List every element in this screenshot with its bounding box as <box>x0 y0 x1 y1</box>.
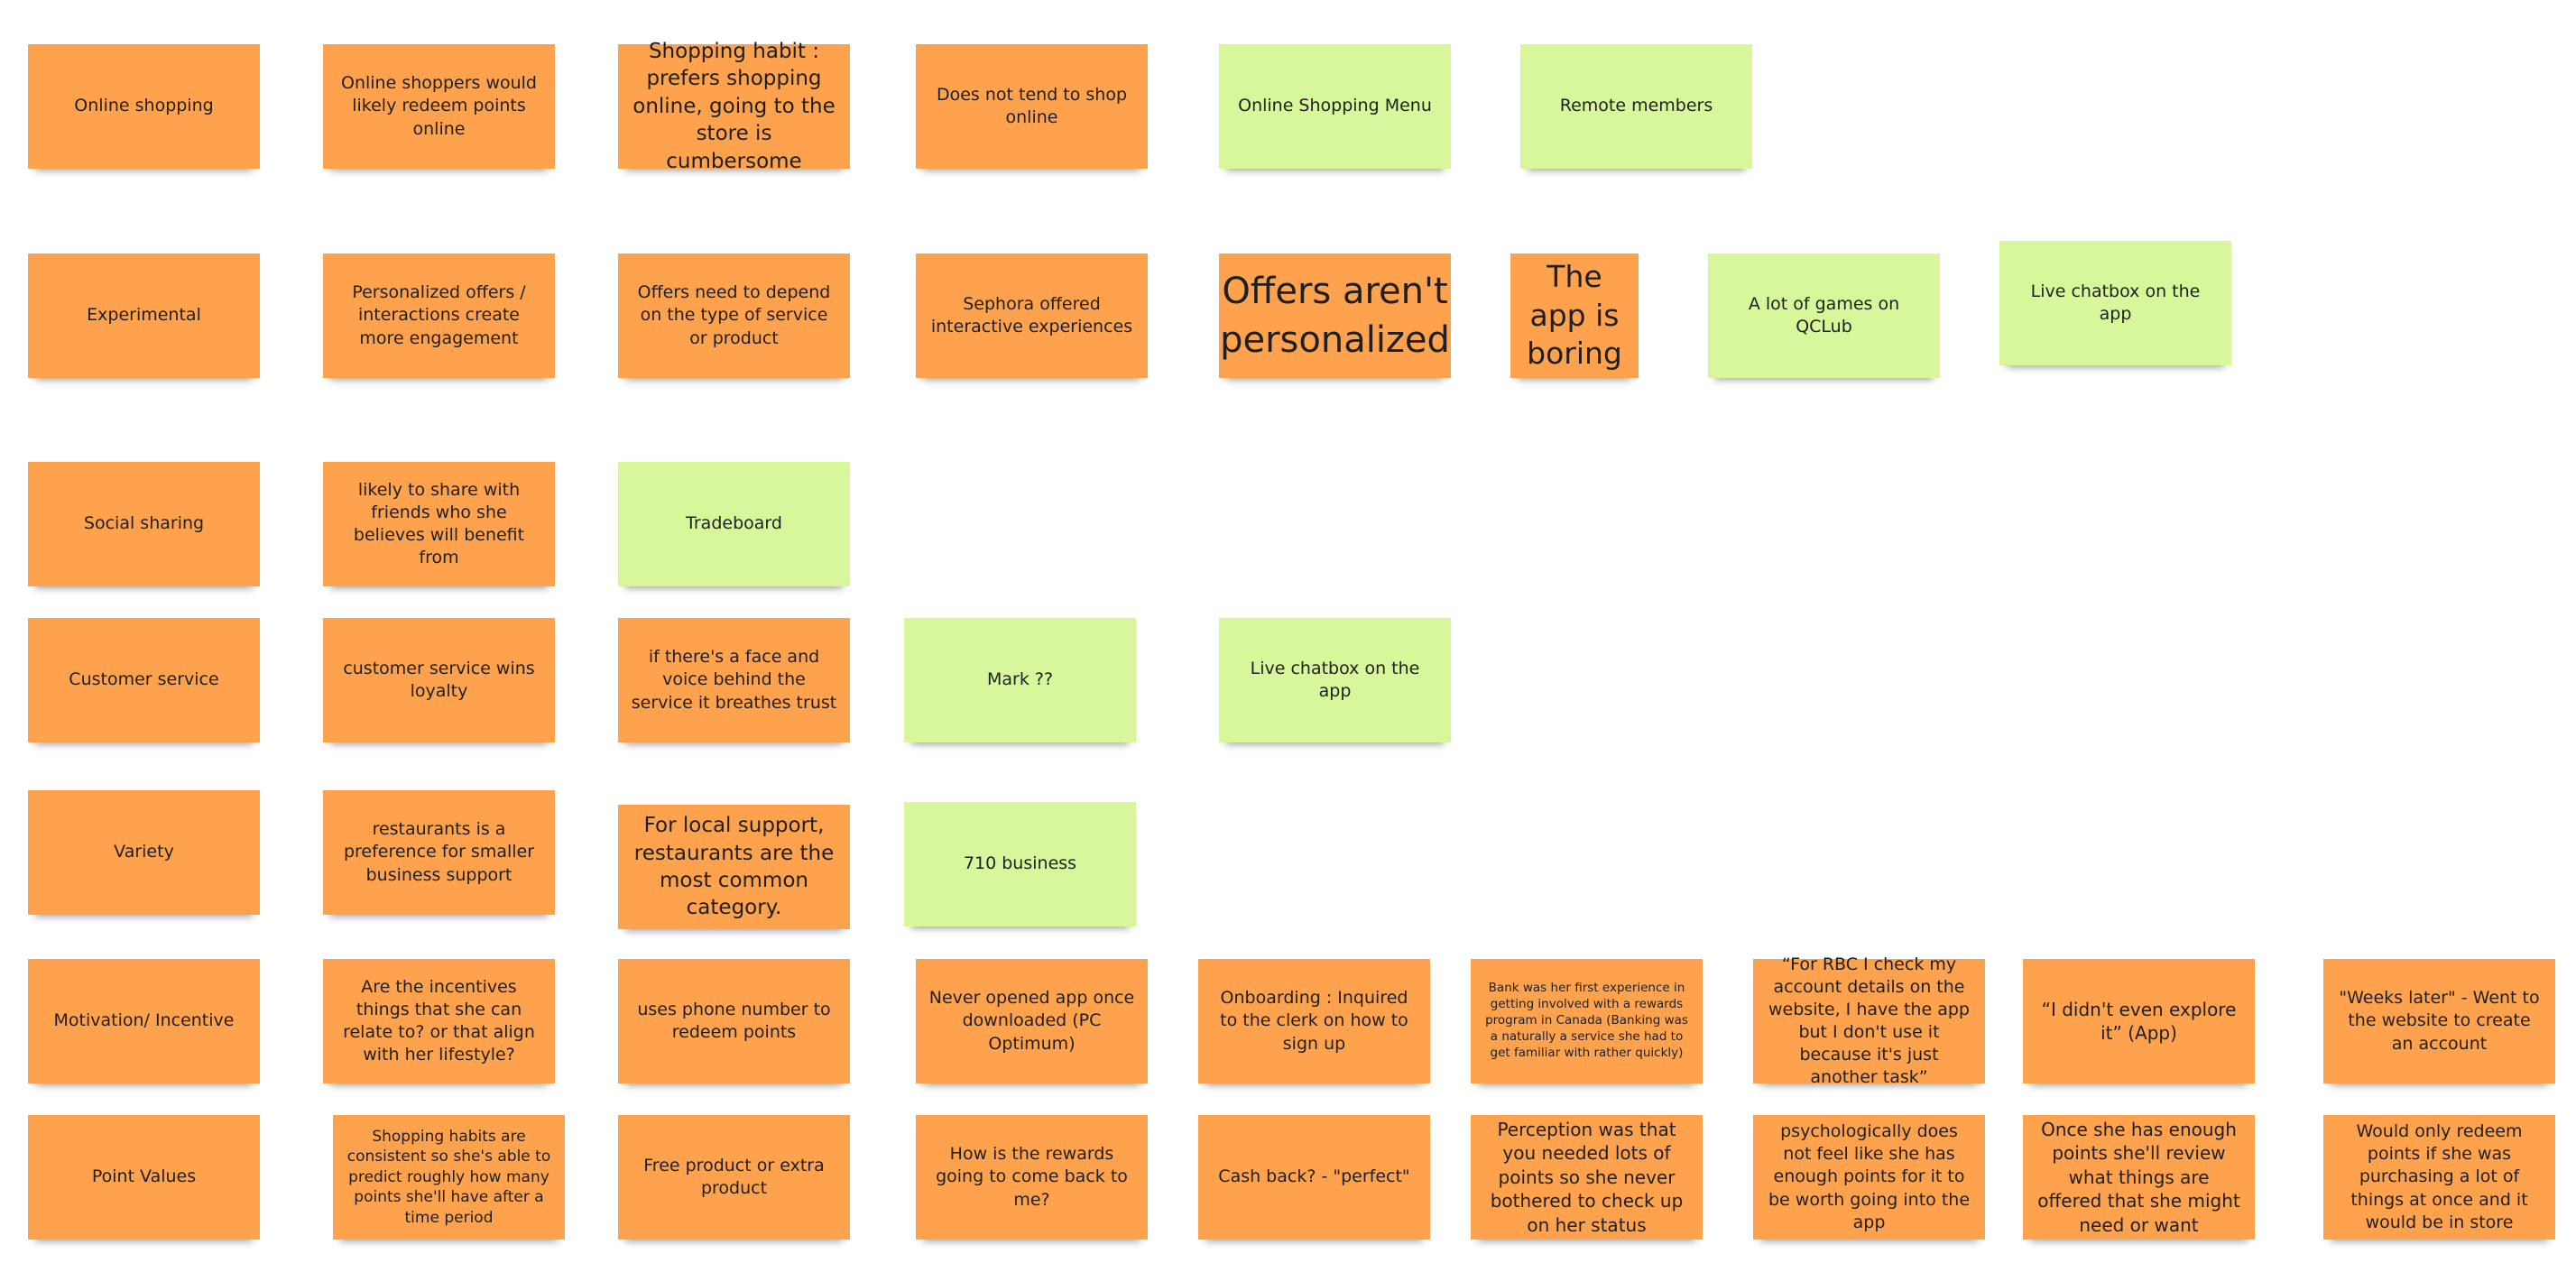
sticky-note[interactable]: Offers aren't personalized <box>1219 254 1451 378</box>
sticky-note[interactable]: Bank was her first experience in getting… <box>1471 959 1703 1083</box>
sticky-note[interactable]: Onboarding : Inquired to the clerk on ho… <box>1198 959 1430 1083</box>
sticky-note-text: Onboarding : Inquired to the clerk on ho… <box>1220 988 1408 1054</box>
sticky-note[interactable]: Perception was that you needed lots of p… <box>1471 1115 1703 1240</box>
sticky-note[interactable]: likely to share with friends who she bel… <box>323 462 555 586</box>
sticky-note-text: A lot of games on QCLub <box>1748 293 1900 336</box>
sticky-note[interactable]: Customer service <box>28 618 260 742</box>
sticky-note[interactable]: "Weeks later" - Went to the website to c… <box>2323 959 2555 1083</box>
sticky-note[interactable]: Tradeboard <box>618 462 850 586</box>
sticky-note[interactable]: How is the rewards going to come back to… <box>916 1115 1148 1240</box>
sticky-note[interactable]: Variety <box>28 790 260 915</box>
sticky-note[interactable]: For local support, restaurants are the m… <box>618 805 850 929</box>
sticky-note[interactable]: A lot of games on QCLub <box>1708 254 1940 378</box>
sticky-note-text: Are the incentives things that she can r… <box>343 976 535 1065</box>
sticky-note[interactable]: restaurants is a preference for smaller … <box>323 790 555 915</box>
sticky-note[interactable]: Does not tend to shop online <box>916 44 1148 169</box>
sticky-note-text: Would only redeem points if she was purc… <box>2350 1121 2528 1232</box>
sticky-note-text: How is the rewards going to come back to… <box>936 1144 1128 1210</box>
sticky-note[interactable]: Never opened app once downloaded (PC Opt… <box>916 959 1148 1083</box>
sticky-note-text: Sephora offered interactive experiences <box>930 293 1133 336</box>
sticky-note-text: “I didn't even explore it” (App) <box>2041 998 2237 1044</box>
sticky-note-text: Shopping habits are consistent so she's … <box>346 1127 551 1227</box>
sticky-note-text: Customer service <box>69 669 219 690</box>
sticky-note-text: Experimental <box>87 305 201 326</box>
sticky-note[interactable]: Remote members <box>1520 44 1752 169</box>
sticky-note[interactable]: Motivation/ Incentive <box>28 959 260 1083</box>
sticky-note-text: Point Values <box>91 1166 197 1187</box>
sticky-note-text: Personalized offers / interactions creat… <box>352 282 526 348</box>
sticky-note-text: "Weeks later" - Went to the website to c… <box>2339 988 2540 1054</box>
sticky-note-text: if there's a face and voice behind the s… <box>631 647 837 713</box>
sticky-note[interactable]: “For RBC I check my account details on t… <box>1753 954 1985 1087</box>
sticky-note-text: Live chatbox on the app <box>2030 281 2201 324</box>
sticky-note-text: Social sharing <box>83 513 205 534</box>
sticky-note[interactable]: Are the incentives things that she can r… <box>323 959 555 1083</box>
sticky-note[interactable]: Online shopping <box>28 44 260 169</box>
sticky-note-text: Online shopping <box>74 96 214 116</box>
sticky-note[interactable]: Experimental <box>28 254 260 378</box>
sticky-note[interactable]: customer service wins loyalty <box>323 618 555 742</box>
sticky-note-text: Remote members <box>1559 96 1713 116</box>
sticky-note[interactable]: 710 business <box>904 802 1136 927</box>
sticky-note[interactable]: Cash back? - "perfect" <box>1198 1115 1430 1240</box>
sticky-note[interactable]: uses phone number to redeem points <box>618 959 850 1083</box>
sticky-note-text: Motivation/ Incentive <box>53 1010 235 1031</box>
sticky-note[interactable]: “I didn't even explore it” (App) <box>2023 959 2255 1083</box>
sticky-note[interactable]: Once she has enough points she'll review… <box>2023 1115 2255 1240</box>
sticky-note[interactable]: if there's a face and voice behind the s… <box>618 618 850 742</box>
sticky-note-text: Once she has enough points she'll review… <box>2037 1119 2240 1236</box>
sticky-note[interactable]: psychologically does not feel like she h… <box>1753 1115 1985 1240</box>
sticky-note-text: Bank was her first experience in getting… <box>1485 981 1688 1060</box>
sticky-note-text: Variety <box>114 842 174 862</box>
sticky-note[interactable]: Online shoppers would likely redeem poin… <box>323 44 555 169</box>
sticky-note-text: Live chatbox on the app <box>1250 658 1420 701</box>
sticky-note-text: Cash back? - "perfect" <box>1218 1166 1410 1187</box>
sticky-note[interactable]: Offers need to depend on the type of ser… <box>618 254 850 378</box>
sticky-note[interactable]: Shopping habit : prefers shopping online… <box>618 40 850 173</box>
sticky-note-text: Offers aren't personalized <box>1220 271 1450 361</box>
sticky-note[interactable]: Personalized offers / interactions creat… <box>323 254 555 378</box>
sticky-note[interactable]: Would only redeem points if she was purc… <box>2323 1115 2555 1240</box>
sticky-note-text: For local support, restaurants are the m… <box>633 814 835 920</box>
sticky-note-text: Tradeboard <box>686 513 782 534</box>
sticky-note[interactable]: Mark ?? <box>904 618 1136 742</box>
sticky-note-text: Free product or extra product <box>643 1155 825 1198</box>
sticky-note-text: The app is boring <box>1527 258 1622 372</box>
sticky-note[interactable]: Shopping habits are consistent so she's … <box>333 1115 565 1240</box>
sticky-note-text: Mark ?? <box>986 669 1054 690</box>
sticky-note-text: customer service wins loyalty <box>343 658 535 701</box>
sticky-note-text: “For RBC I check my account details on t… <box>1768 954 1970 1088</box>
sticky-note-text: Perception was that you needed lots of p… <box>1490 1119 1684 1236</box>
sticky-note[interactable]: Free product or extra product <box>618 1115 850 1240</box>
sticky-note[interactable]: Live chatbox on the app <box>1219 618 1451 742</box>
sticky-note[interactable]: Social sharing <box>28 462 260 586</box>
sticky-note-text: 710 business <box>963 853 1077 874</box>
sticky-note-text: Offers need to depend on the type of ser… <box>637 282 831 348</box>
sticky-note[interactable]: Sephora offered interactive experiences <box>916 254 1148 378</box>
sticky-note[interactable]: Online Shopping Menu <box>1219 44 1451 169</box>
sticky-note-text: Online Shopping Menu <box>1238 96 1432 116</box>
sticky-note-text: restaurants is a preference for smaller … <box>343 819 535 885</box>
sticky-note[interactable]: Point Values <box>28 1115 260 1240</box>
sticky-note-text: psychologically does not feel like she h… <box>1768 1121 1971 1232</box>
sticky-note-text: Online shoppers would likely redeem poin… <box>341 73 537 139</box>
sticky-note-text: uses phone number to redeem points <box>637 999 831 1042</box>
sticky-note-text: likely to share with friends who she bel… <box>353 479 525 568</box>
sticky-note-text: Shopping habit : prefers shopping online… <box>632 40 836 173</box>
sticky-note-text: Never opened app once downloaded (PC Opt… <box>928 988 1135 1054</box>
sticky-note[interactable]: The app is boring <box>1510 254 1639 378</box>
sticky-note-text: Does not tend to shop online <box>936 84 1128 127</box>
sticky-note[interactable]: Live chatbox on the app <box>1999 241 2231 365</box>
